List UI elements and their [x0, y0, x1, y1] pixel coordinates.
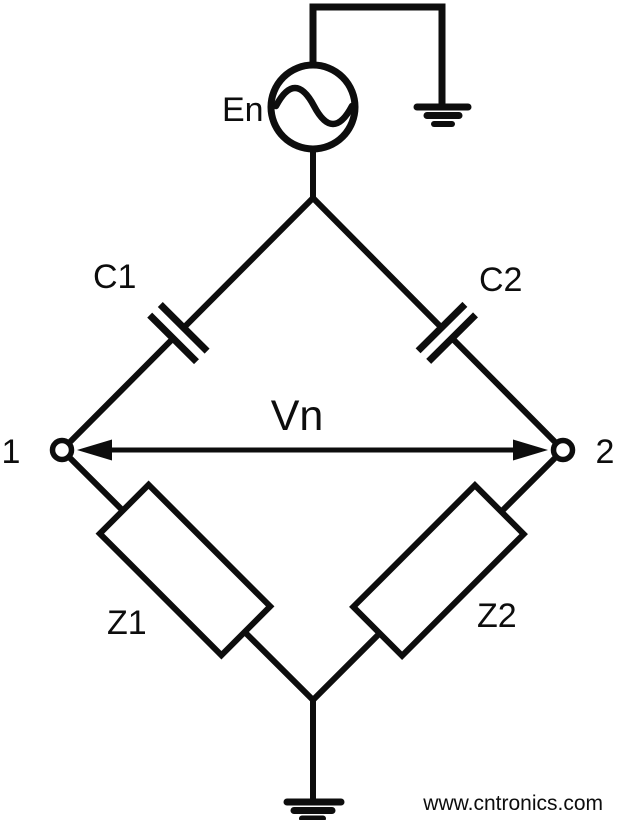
impedance-z1-label: Z1	[107, 604, 147, 642]
ac-source-en	[267, 61, 359, 153]
capacitor-c2-plate-upper	[415, 301, 468, 354]
capacitor-c1-plate-lower	[147, 312, 199, 365]
vn-arrow	[77, 439, 548, 461]
wire-source-to-top-ground	[309, 3, 446, 104]
capacitor-c1-label: C1	[93, 258, 136, 296]
vn-label: Vn	[271, 392, 324, 440]
vn-arrowhead-left-icon	[77, 439, 112, 461]
node-1-terminal	[49, 437, 75, 463]
source-label: En	[222, 91, 264, 129]
impedance-z2-rect	[349, 481, 528, 660]
capacitor-c1-plate-upper	[157, 302, 210, 354]
impedance-z1-rect	[95, 480, 275, 660]
sine-wave-icon	[272, 84, 356, 128]
capacitor-c2-plate-lower	[426, 312, 478, 364]
impedance-z2-label: Z2	[477, 597, 517, 635]
branch-c2	[310, 195, 566, 453]
node-2-label: 2	[596, 433, 615, 471]
wire-c2-to-node2	[449, 336, 566, 453]
vn-arrowhead-right-icon	[513, 439, 548, 461]
impedance-z2-box	[349, 481, 528, 660]
impedance-z1-box	[95, 480, 275, 660]
capacitor-c2-label: C2	[479, 261, 522, 299]
ground-symbol-top	[413, 103, 472, 127]
wire-apex-to-c2	[310, 195, 444, 330]
wire-c1-to-apex	[181, 195, 316, 330]
node-2-terminal	[550, 437, 576, 463]
node-1-label: 1	[2, 433, 21, 471]
branch-c1	[59, 195, 316, 453]
watermark-text: www.cntronics.com	[422, 792, 603, 815]
wire-node1-to-c1	[59, 336, 176, 453]
ground-symbol-bottom	[283, 798, 345, 820]
